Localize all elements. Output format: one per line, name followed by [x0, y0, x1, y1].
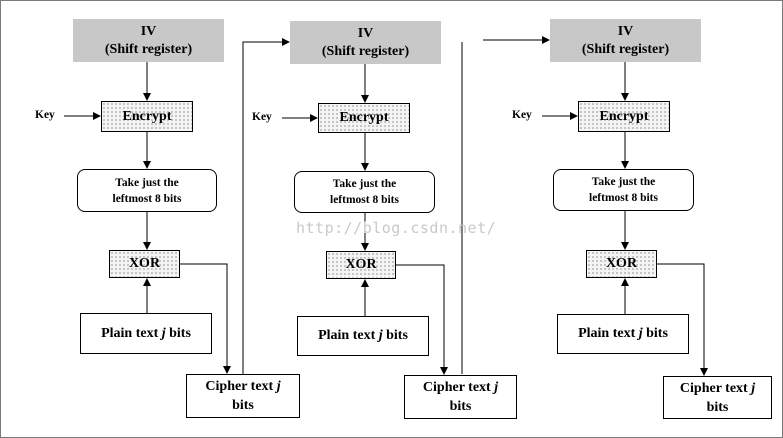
- xor-label: XOR: [605, 256, 638, 271]
- select-bits-box-2: Take just the leftmost 8 bits: [294, 171, 435, 213]
- key-label-3: Key: [512, 109, 532, 121]
- plaintext-box-2: Plain text j bits: [297, 316, 429, 356]
- xor-box-2: XOR: [326, 251, 396, 279]
- key-label-2: Key: [252, 111, 272, 123]
- plaintext-box-3: Plain text j bits: [557, 314, 689, 354]
- ciphertext-line1: Cipher text j: [205, 379, 281, 394]
- xor-label: XOR: [128, 256, 161, 271]
- plaintext-label: Plain text j bits: [578, 326, 668, 341]
- encrypt-label: Encrypt: [122, 108, 172, 124]
- ciphertext-line2: bits: [449, 399, 472, 414]
- plaintext-label: Plain text j bits: [101, 325, 191, 341]
- iv-label: IV: [617, 23, 634, 39]
- select-bits-box-1: Take just the leftmost 8 bits: [77, 169, 217, 212]
- select-line2: leftmost 8 bits: [112, 192, 182, 205]
- encrypt-label: Encrypt: [599, 108, 649, 124]
- select-line2: leftmost 8 bits: [330, 194, 399, 206]
- ciphertext-box-1: Cipher text j bits: [186, 374, 300, 418]
- ciphertext-line1: Cipher text j: [679, 380, 756, 396]
- encrypt-box-1: Encrypt: [101, 101, 193, 132]
- plaintext-box-1: Plain text j bits: [80, 313, 212, 354]
- xor-box-3: XOR: [586, 250, 657, 278]
- encrypt-box-3: Encrypt: [578, 101, 670, 132]
- ciphertext-box-3: Cipher text j bits: [663, 376, 772, 419]
- select-bits-box-3: Take just the leftmost 8 bits: [553, 169, 694, 211]
- select-line2: leftmost 8 bits: [589, 192, 658, 204]
- select-line1: Take just the: [332, 178, 397, 190]
- shift-register-label: (Shift register): [581, 41, 670, 57]
- encrypt-label: Encrypt: [339, 110, 389, 125]
- iv-label: IV: [357, 25, 374, 41]
- feedback-1-to-iv-2: [242, 38, 290, 374]
- iv-label: IV: [140, 23, 157, 39]
- shift-register-label: (Shift register): [321, 43, 410, 59]
- ciphertext-box-2: Cipher text j bits: [404, 375, 517, 419]
- iv-shift-register-2: IV (Shift register): [290, 21, 441, 64]
- select-line1: Take just the: [591, 176, 656, 188]
- key-label-1: Key: [35, 109, 55, 121]
- xor-box-1: XOR: [109, 250, 180, 278]
- arrow-xor-to-cipher-1: [180, 263, 231, 374]
- ciphertext-line2: bits: [232, 398, 254, 413]
- xor-label: XOR: [345, 257, 377, 272]
- encrypt-box-2: Encrypt: [318, 103, 410, 133]
- arrow-xor-to-cipher-3: [657, 263, 708, 376]
- arrow-xor-to-cipher-2: [396, 264, 448, 375]
- ciphertext-line1: Cipher text j: [422, 380, 499, 395]
- plaintext-label: Plain text j bits: [318, 328, 408, 343]
- shift-register-label: (Shift register): [104, 41, 193, 57]
- ciphertext-line2: bits: [706, 399, 729, 415]
- iv-shift-register-3: IV (Shift register): [550, 19, 701, 62]
- select-line1: Take just the: [115, 176, 179, 189]
- watermark-text: http://blog.csdn.net/: [296, 219, 497, 237]
- iv-shift-register-1: IV (Shift register): [73, 19, 224, 62]
